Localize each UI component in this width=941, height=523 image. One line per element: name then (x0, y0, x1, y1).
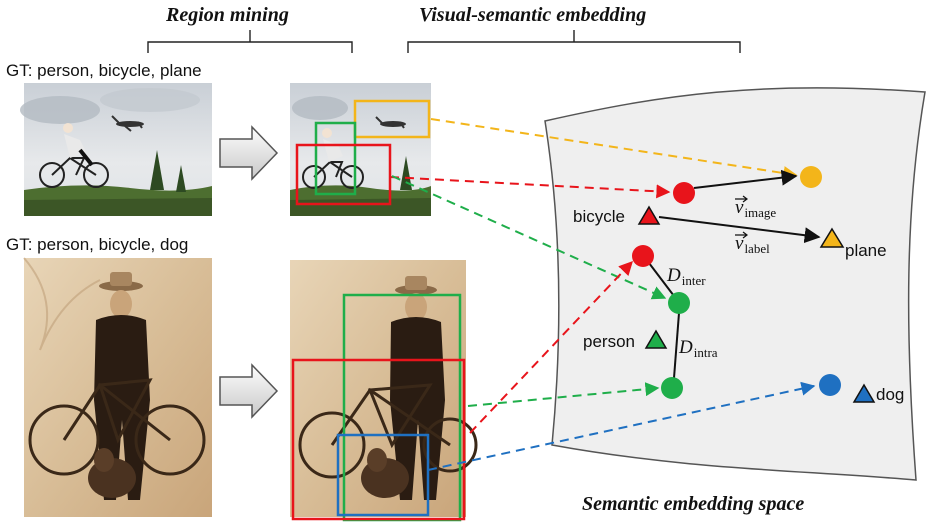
heading-visual-semantic: Visual-semantic embedding (419, 4, 646, 26)
proj-arrow-red-top (389, 176, 671, 199)
brace-region-mining (147, 30, 353, 53)
proj-arrow-green-bottom (467, 382, 660, 407)
top-box-red-bicycle (295, 143, 392, 206)
d-intra-line (673, 312, 680, 379)
triangle-bicycle-label (637, 205, 661, 225)
point-person-image-top (668, 292, 690, 314)
label-dog: dog (876, 385, 904, 404)
svg-text:vlabel: vlabel (735, 233, 770, 256)
block-arrow-top (219, 125, 279, 181)
d-intra-label: Dintra (678, 337, 718, 360)
v-image-arrow (693, 169, 798, 189)
heading-semantic-space: Semantic embedding space (582, 493, 804, 515)
heading-region-mining: Region mining (165, 4, 289, 26)
brace-visual-semantic (407, 30, 741, 53)
v-label-label: vlabel (735, 231, 770, 256)
point-person-image-bottom (661, 377, 683, 399)
point-bicycle-image-bottom (632, 245, 654, 267)
label-plane: plane (845, 241, 887, 260)
proj-arrow-red-bottom (469, 260, 633, 434)
top-mined-photo (290, 83, 431, 216)
top-box-yellow-plane (353, 99, 431, 139)
block-arrow-bottom (219, 363, 279, 419)
triangle-plane-label (819, 227, 845, 248)
svg-text:vimage: vimage (735, 197, 776, 220)
point-dog-image (819, 374, 841, 396)
d-inter-label: Dinter (666, 265, 706, 288)
top-image-gt-label: GT: person, bicycle, plane (6, 61, 202, 80)
label-person: person (583, 332, 635, 351)
proj-arrow-green-top (391, 175, 667, 300)
label-bicycle: bicycle (573, 207, 625, 226)
d-inter-line (648, 262, 675, 297)
v-label-arrow (658, 216, 821, 244)
embedding-space-sheet (544, 87, 926, 481)
proj-arrow-yellow (430, 118, 798, 181)
bottom-mined-photo (290, 260, 478, 517)
top-source-photo (20, 83, 212, 216)
bottom-box-red-bicycle (291, 358, 466, 521)
bottom-source-photo (23, 257, 212, 517)
top-box-green-person (314, 121, 357, 196)
v-image-label: vimage (735, 195, 776, 220)
triangle-dog-label (852, 383, 876, 403)
bottom-box-blue-dog (336, 433, 430, 517)
point-bicycle-image-top (673, 182, 695, 204)
proj-arrow-blue (427, 381, 816, 471)
bottom-image-gt-label: GT: person, bicycle, dog (6, 235, 188, 254)
point-plane-image (800, 166, 822, 188)
triangle-person-label (644, 329, 668, 349)
